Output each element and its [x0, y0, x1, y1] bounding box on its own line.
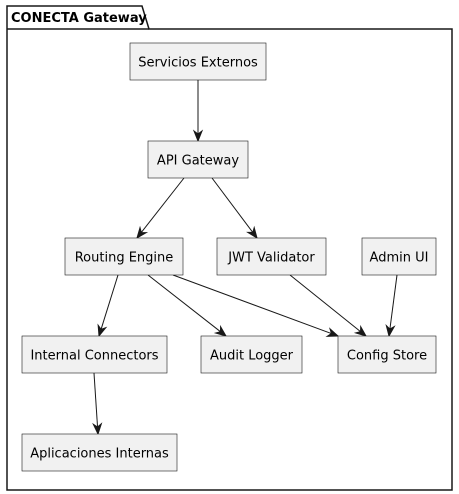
node-audit-logger[interactable]: Audit Logger [200, 335, 303, 374]
edge-line [147, 274, 221, 333]
arrowhead [136, 225, 149, 240]
node-internal-connectors[interactable]: Internal Connectors [21, 335, 168, 374]
node-label: API Gateway [157, 154, 239, 169]
node-box [64, 237, 184, 276]
node-label: JWT Validator [227, 251, 315, 266]
node-label: Servicios Externos [138, 56, 258, 71]
edge-line [100, 274, 119, 330]
node-box [361, 237, 437, 276]
arrowhead [353, 324, 368, 337]
edge-line [140, 177, 185, 233]
node-box [21, 335, 168, 374]
edge-admin-ui-to-config-store [385, 274, 398, 338]
package-title: CONECTA Gateway [11, 11, 147, 26]
node-label: Audit Logger [210, 349, 294, 364]
node-label: Routing Engine [75, 251, 174, 266]
arrowhead [385, 323, 396, 338]
node-admin-ui[interactable]: Admin UI [361, 237, 437, 276]
edge-servicios-externos-to-api-gateway [192, 80, 204, 143]
edge-routing-engine-to-config-store [172, 274, 340, 337]
arrowhead [325, 327, 340, 337]
edge-line [389, 274, 398, 330]
node-jwt-validator[interactable]: JWT Validator [216, 237, 327, 276]
node-box [147, 140, 249, 179]
node-label: Aplicaciones Internas [30, 447, 169, 462]
node-box [200, 335, 303, 374]
node-label: Admin UI [370, 251, 429, 266]
arrowhead [97, 323, 108, 338]
edge-routing-engine-to-audit-logger [147, 274, 228, 337]
node-box [21, 433, 178, 472]
node-box [216, 237, 327, 276]
edge-internal-connectors-to-aplicaciones-internas [92, 372, 103, 436]
node-aplicaciones-internas[interactable]: Aplicaciones Internas [21, 433, 178, 472]
node-routing-engine[interactable]: Routing Engine [64, 237, 184, 276]
edge-line [211, 177, 254, 233]
edge-api-gateway-to-jwt-validator [211, 177, 258, 240]
edge-api-gateway-to-routing-engine [136, 177, 185, 240]
edge-line [289, 274, 361, 333]
node-servicios-externos[interactable]: Servicios Externos [129, 42, 267, 81]
arrowhead [92, 422, 103, 436]
edge-line [172, 274, 332, 335]
edge-line [93, 372, 99, 428]
node-api-gateway[interactable]: API Gateway [147, 140, 249, 179]
edge-routing-engine-to-internal-connectors [97, 274, 119, 338]
node-config-store[interactable]: Config Store [337, 335, 437, 374]
arrowhead [213, 324, 228, 337]
node-box [129, 42, 267, 81]
node-box [337, 335, 437, 374]
edges-layer [92, 80, 398, 436]
arrowhead [246, 225, 258, 240]
node-label: Config Store [347, 349, 427, 364]
node-label: Internal Connectors [30, 349, 158, 364]
edge-jwt-validator-to-config-store [289, 274, 368, 337]
arrowhead [192, 129, 204, 143]
